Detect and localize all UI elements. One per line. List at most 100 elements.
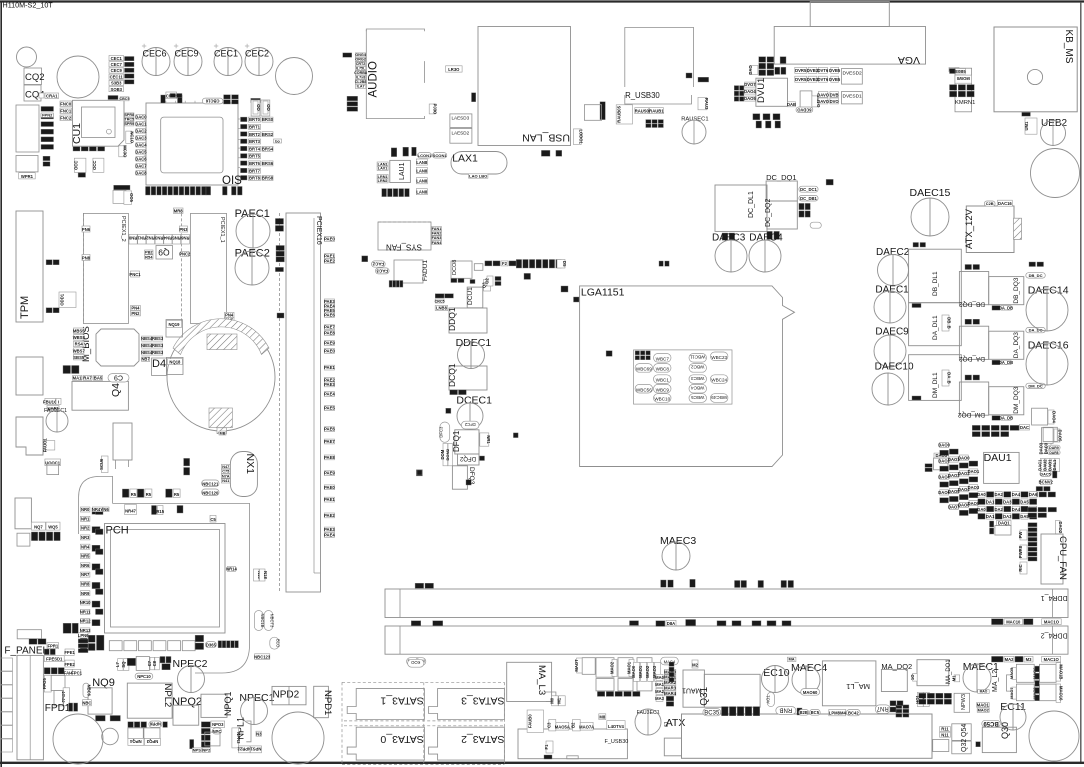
svg-text:WBS8: WBS8 (73, 335, 86, 340)
svg-text:PAE2: PAE2 (324, 377, 335, 382)
svg-text:PNC1: PNC1 (129, 272, 141, 277)
svg-text:DAC7: DAC7 (135, 163, 147, 168)
svg-text:NPQ1: NPQ1 (223, 691, 233, 716)
svg-text:NPC: NPC (213, 729, 222, 734)
svg-text:NR6: NR6 (81, 563, 90, 568)
svg-text:D365: D365 (206, 642, 217, 647)
svg-text:NPR22: NPR22 (237, 746, 251, 751)
svg-text:DAEC10: DAEC10 (875, 362, 914, 373)
svg-text:DAO0: DAO0 (938, 443, 950, 448)
svg-text:B1O: B1O (276, 639, 281, 648)
svg-text:PAE8: PAE8 (324, 455, 335, 460)
svg-text:DAVO: DAVO (817, 92, 830, 97)
svg-text:DAO1: DAO1 (968, 469, 980, 474)
svg-text:DAR9: DAR9 (1049, 446, 1059, 450)
svg-text:FAI4: FAI4 (64, 670, 74, 675)
svg-text:MC3O: MC3O (122, 145, 127, 158)
svg-text:DAO7: DAO7 (948, 505, 960, 510)
svg-text:MAR4: MAR4 (664, 691, 677, 696)
svg-text:M_BIOS: M_BIOS (81, 326, 92, 362)
svg-text:PJ3O: PJ3O (433, 104, 438, 115)
svg-text:NQ9: NQ9 (92, 677, 115, 689)
svg-text:RN2: RN2 (146, 236, 155, 241)
svg-text:RBS3: RBS3 (152, 343, 164, 348)
svg-text:DAEC9: DAEC9 (875, 327, 909, 338)
svg-text:LRN2: LRN2 (378, 179, 388, 183)
svg-text:BRS6: BRS6 (262, 161, 274, 166)
svg-text:Q54: Q54 (961, 724, 968, 737)
svg-text:DA_DC: DA_DC (1029, 328, 1043, 333)
svg-text:O2: O2 (485, 278, 490, 284)
svg-text:N47: N47 (222, 465, 229, 469)
svg-text:PAE4: PAE4 (324, 532, 335, 537)
svg-text:CEC6: CEC6 (143, 49, 167, 59)
svg-text:BRT0: BRT0 (249, 117, 261, 122)
svg-text:NR4Y: NR4Y (92, 507, 103, 512)
svg-text:WPR1: WPR1 (21, 174, 34, 179)
svg-text:CBC5: CBC5 (120, 97, 130, 101)
svg-text:SBS5: SBS5 (73, 355, 85, 360)
svg-text:RAUS0: RAUS0 (635, 109, 650, 114)
svg-text:MA: MA (789, 657, 795, 662)
svg-text:DAQ1: DAQ1 (998, 521, 1010, 526)
svg-text:BCNV2: BCNV2 (1039, 480, 1054, 485)
svg-text:NP2: NP2 (202, 748, 211, 753)
svg-text:MA_DO1: MA_DO1 (946, 659, 952, 684)
svg-text:DM_DC: DM_DC (1028, 384, 1042, 389)
svg-text:DVESD2: DVESD2 (843, 71, 863, 77)
svg-text:6CDVO: 6CDVO (797, 107, 812, 112)
svg-text:DAO3: DAO3 (1038, 442, 1043, 454)
svg-text:B2B: B2B (800, 710, 808, 715)
svg-text:NR11: NR11 (80, 609, 91, 614)
svg-text:WBC3: WBC3 (691, 376, 705, 381)
svg-text:CL2B8: CL2B8 (355, 80, 367, 84)
svg-text:MA2: MA2 (655, 689, 665, 694)
svg-text:PAE3: PAE3 (324, 382, 335, 387)
svg-text:WBC1: WBC1 (656, 378, 670, 383)
svg-text:ODD1: ODD1 (59, 293, 64, 305)
svg-text:DAO5: DAO5 (1058, 430, 1063, 442)
svg-text:CU1: CU1 (71, 123, 83, 144)
svg-text:DAO3: DAO3 (968, 485, 980, 490)
svg-text:NBS4: NBS4 (141, 343, 153, 348)
svg-text:RBS3: RBS3 (152, 350, 164, 355)
svg-text:BRT8: BRT8 (249, 176, 261, 181)
svg-text:DFQ1: DFQ1 (452, 430, 461, 452)
svg-text:DAEC3: DAEC3 (712, 233, 746, 244)
svg-text:DVR5: DVR5 (795, 68, 807, 73)
svg-text:DA5: DA5 (1020, 514, 1029, 519)
svg-text:DAO5: DAO5 (968, 501, 980, 506)
svg-text:DAO6: DAO6 (938, 490, 950, 495)
svg-text:MA0: MA0 (655, 675, 665, 680)
svg-text:DCO8: DCO8 (452, 260, 458, 275)
svg-text:SPR8: SPR8 (124, 113, 134, 117)
svg-text:RA7: RA7 (83, 376, 92, 381)
svg-text:DFQ2: DFQ2 (459, 455, 476, 461)
svg-text:DAC: DAC (1020, 425, 1029, 430)
svg-text:WBC56: WBC56 (636, 387, 652, 392)
svg-text:CORB8: CORB8 (354, 71, 367, 75)
svg-text:NR7: NR7 (81, 572, 90, 577)
svg-text:NR1: NR1 (81, 516, 90, 521)
svg-text:NBC123: NBC123 (254, 654, 271, 659)
svg-text:DAO5: DAO5 (948, 489, 960, 494)
svg-text:BRS4: BRS4 (262, 146, 274, 151)
svg-text:R5: R5 (146, 492, 152, 497)
svg-text:DA4: DA4 (1012, 492, 1021, 497)
svg-text:MA1: MA1 (655, 682, 665, 687)
svg-text:LAN1: LAN1 (378, 162, 388, 166)
svg-text:DA3: DA3 (1003, 514, 1012, 519)
svg-text:OCC: OCC (92, 161, 97, 170)
svg-text:PAE9: PAE9 (324, 471, 335, 476)
svg-text:BC59: BC59 (983, 720, 999, 726)
svg-text:DVT6: DVT6 (817, 68, 828, 73)
svg-text:C2B: C2B (986, 201, 994, 206)
svg-text:NR10: NR10 (80, 600, 91, 605)
svg-text:DAEC2: DAEC2 (876, 247, 910, 258)
svg-text:NR2: NR2 (81, 526, 90, 531)
svg-text:MA3: MA3 (655, 696, 665, 701)
svg-text:RNB: RNB (780, 706, 793, 712)
svg-text:RS4: RS4 (75, 342, 84, 347)
svg-text:NPS1: NPS1 (250, 746, 262, 751)
svg-text:FNC0: FNC0 (60, 102, 72, 107)
